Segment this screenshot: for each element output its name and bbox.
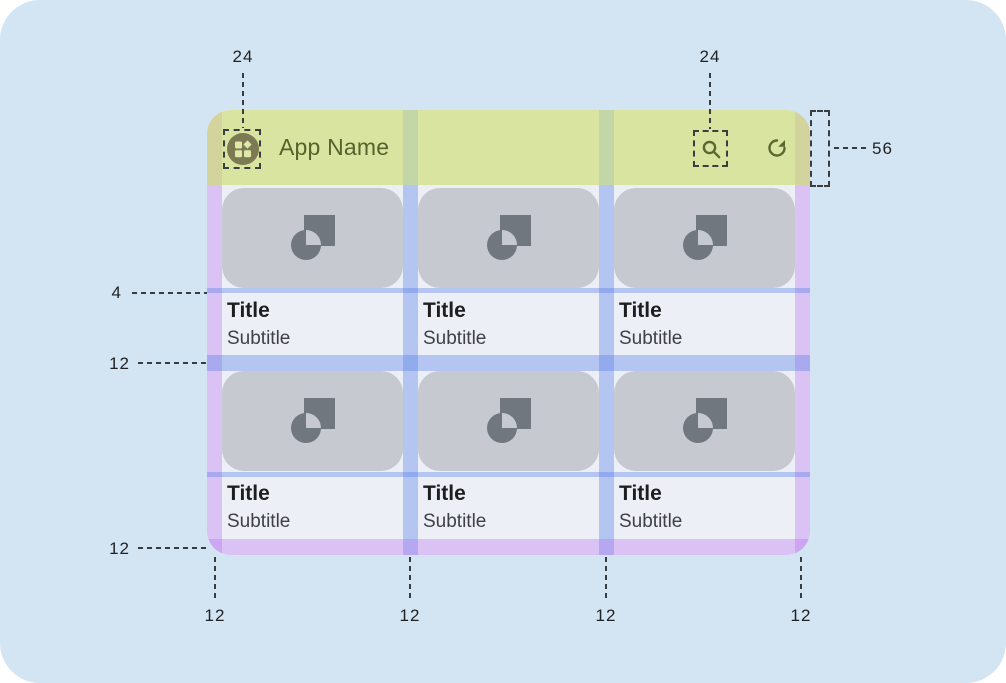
logo-size-marker	[223, 129, 261, 169]
image-placeholder-icon	[290, 398, 335, 443]
search-size-marker	[693, 130, 728, 167]
card[interactable]: Title Subtitle	[222, 371, 403, 538]
appbar-height-bracket	[810, 110, 830, 187]
card-subtitle: Subtitle	[423, 328, 487, 349]
app-mockup: Title Subtitle Title Subtitle	[207, 110, 810, 555]
card-subtitle: Subtitle	[423, 511, 487, 532]
card[interactable]: Title Subtitle	[418, 371, 599, 538]
card-subtitle: Subtitle	[619, 328, 683, 349]
right-margin-overlay	[795, 185, 810, 555]
image-placeholder-icon	[682, 398, 727, 443]
image-placeholder-icon	[486, 215, 531, 260]
column-gutter-overlay	[403, 185, 418, 555]
image-placeholder-icon	[486, 398, 531, 443]
app-name: App Name	[279, 134, 390, 160]
annotation-line	[834, 147, 866, 149]
annotation-action-size: 24	[699, 47, 721, 66]
annotation-line	[800, 557, 802, 602]
annotation-line	[709, 73, 711, 129]
annotation-line	[138, 547, 207, 549]
card-title: Title	[227, 299, 270, 322]
card-media	[614, 188, 795, 288]
annotation-line	[242, 73, 244, 128]
card-title: Title	[227, 482, 270, 505]
annotation-gutter-width: 12	[399, 606, 421, 625]
card[interactable]: Title Subtitle	[418, 188, 599, 355]
row-gap-overlay	[207, 355, 810, 371]
card-media	[222, 371, 403, 471]
annotation-text-gap: 4	[111, 283, 122, 302]
card-text: Title Subtitle	[614, 293, 795, 355]
card-media	[418, 371, 599, 471]
annotation-logo-size: 24	[232, 47, 254, 66]
annotation-line	[132, 292, 207, 294]
card-media	[614, 371, 795, 471]
annotation-margin-width: 12	[790, 606, 812, 625]
bottom-margin-overlay	[207, 539, 810, 555]
left-margin-overlay	[207, 185, 222, 555]
annotation-appbar-height: 56	[872, 139, 893, 158]
card[interactable]: Title Subtitle	[614, 188, 795, 355]
card[interactable]: Title Subtitle	[222, 188, 403, 355]
annotation-margin-width: 12	[204, 606, 226, 625]
annotation-row-gap: 12	[109, 354, 130, 373]
app-grid-icon	[235, 140, 252, 158]
app-logo-button[interactable]	[227, 133, 259, 165]
refresh-button[interactable]	[765, 136, 789, 160]
card-subtitle: Subtitle	[227, 328, 291, 349]
annotation-line	[409, 557, 411, 602]
image-placeholder-icon	[682, 215, 727, 260]
annotation-line	[605, 557, 607, 602]
column-gutter-overlay	[599, 185, 614, 555]
annotation-line	[214, 557, 216, 602]
card-text: Title Subtitle	[418, 293, 599, 355]
card[interactable]: Title Subtitle	[614, 371, 795, 538]
card-title: Title	[423, 299, 466, 322]
refresh-icon	[768, 139, 786, 157]
image-placeholder-icon	[290, 215, 335, 260]
annotation-gutter-width: 12	[595, 606, 617, 625]
search-icon	[702, 140, 721, 159]
card-text: Title Subtitle	[222, 476, 403, 538]
annotation-bottom-margin: 12	[109, 539, 130, 558]
card-text: Title Subtitle	[614, 476, 795, 538]
card-title: Title	[423, 482, 466, 505]
card-title: Title	[619, 299, 662, 322]
annotation-line	[138, 362, 207, 364]
card-text: Title Subtitle	[222, 293, 403, 355]
card-subtitle: Subtitle	[619, 511, 683, 532]
card-media	[418, 188, 599, 288]
card-title: Title	[619, 482, 662, 505]
card-text: Title Subtitle	[418, 476, 599, 538]
search-button[interactable]	[699, 137, 723, 161]
card-media	[222, 188, 403, 288]
card-subtitle: Subtitle	[227, 511, 291, 532]
